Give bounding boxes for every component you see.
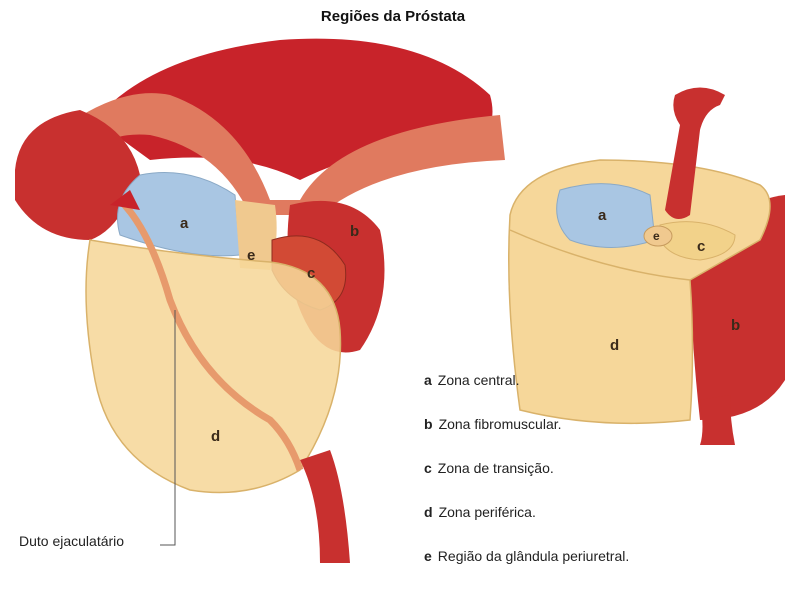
label-d-left: d — [211, 428, 220, 445]
legend-text: Região da glândula periuretral. — [438, 548, 629, 564]
legend-text: Zona de transição. — [438, 460, 554, 476]
label-c-left: c — [307, 265, 315, 282]
legend-key: c — [424, 460, 432, 476]
legend-item: e Região da glândula periuretral. — [424, 548, 754, 592]
label-c-right: c — [697, 238, 705, 255]
label-d-right: d — [610, 337, 619, 354]
label-b-left: b — [350, 223, 359, 240]
legend-item: c Zona de transição. — [424, 460, 754, 504]
prostate-diagram: Regiões da Próstata a b c d e — [0, 0, 786, 563]
label-e-right: e — [653, 229, 660, 243]
zone-d-left — [86, 240, 341, 493]
legend-item: b Zona fibromuscular. — [424, 416, 754, 460]
legend-item: a Zona central. — [424, 372, 754, 416]
legend-text: Zona fibromuscular. — [439, 416, 562, 432]
legend-key: a — [424, 372, 432, 388]
legend-key: b — [424, 416, 433, 432]
label-a-left: a — [180, 215, 189, 232]
label-b-right: b — [731, 317, 740, 334]
urethra-lower — [300, 450, 350, 563]
legend-item: d Zona periférica. — [424, 504, 754, 548]
legend-key: e — [424, 548, 432, 564]
label-a-right: a — [598, 207, 607, 224]
label-e-left: e — [247, 247, 255, 264]
legend-text: Zona periférica. — [439, 504, 536, 520]
legend-text: Zona central. — [438, 372, 520, 388]
legend-key: d — [424, 504, 433, 520]
duct-label: Duto ejaculatário — [19, 533, 124, 549]
